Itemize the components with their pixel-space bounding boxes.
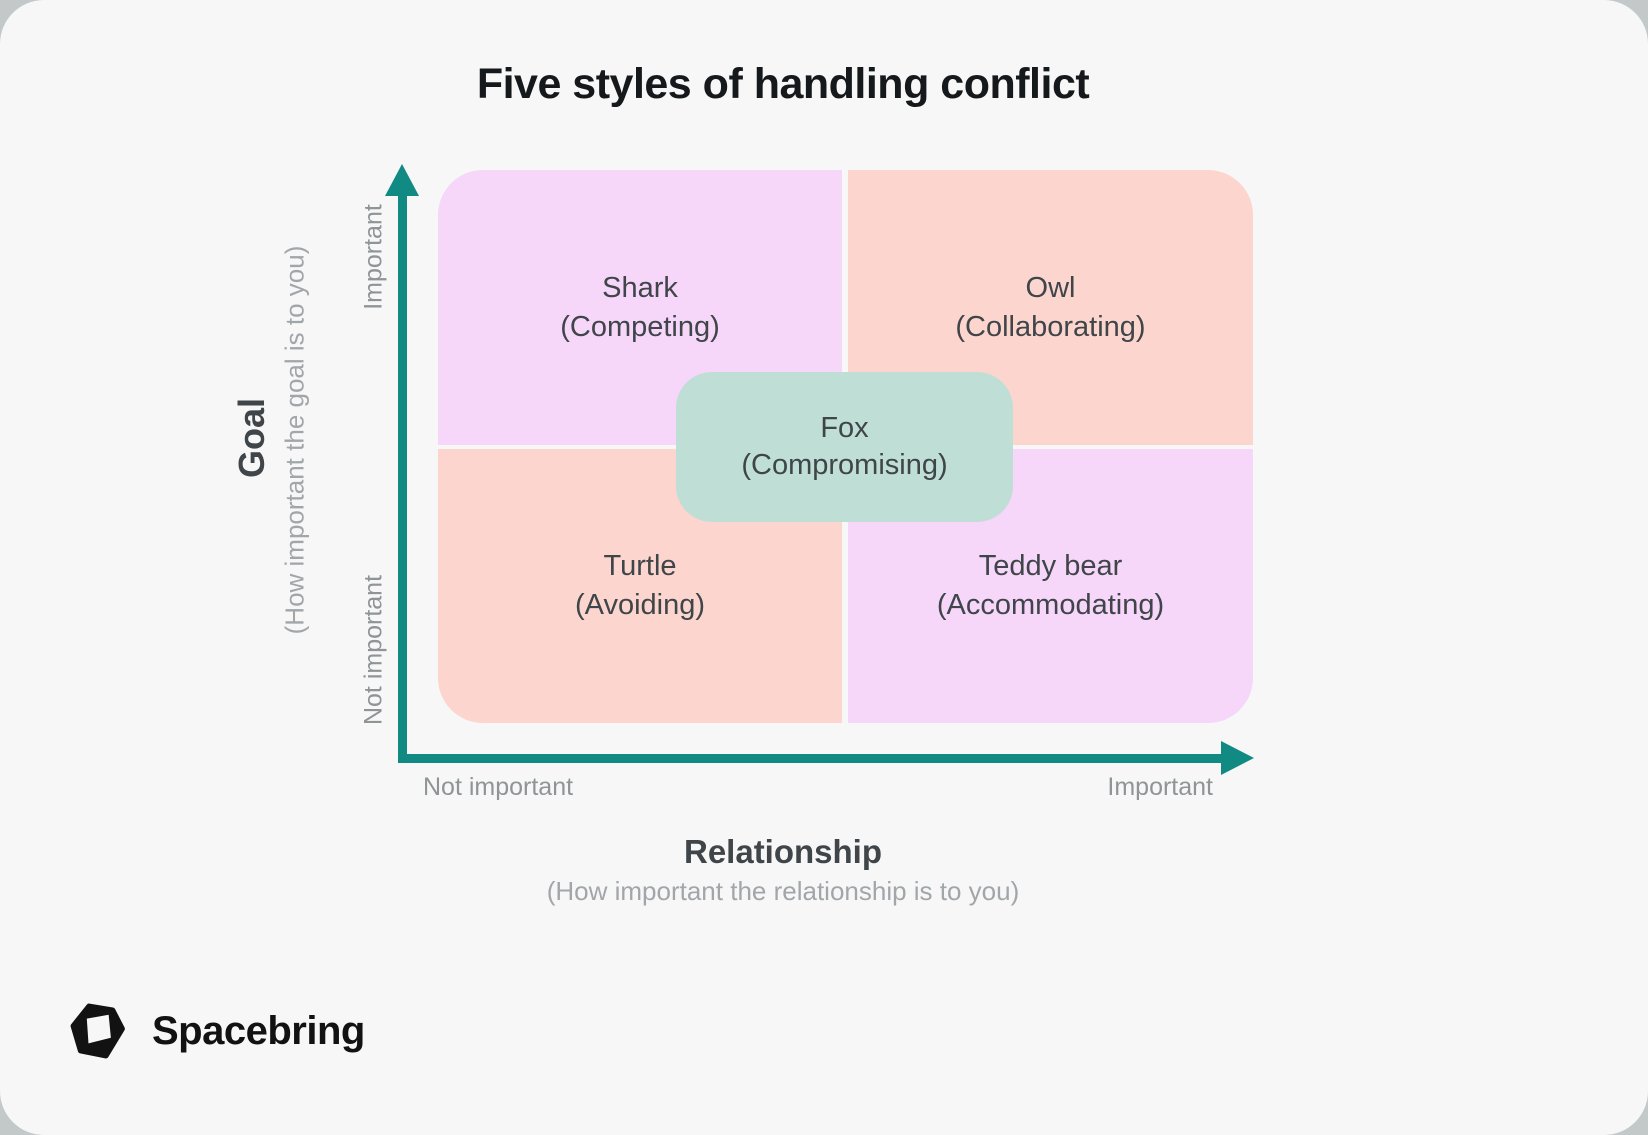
x-tick-not-important: Not important — [423, 773, 574, 801]
quadrant-style: (Accommodating) — [936, 589, 1165, 621]
y-axis-title: Goal — [231, 397, 272, 479]
quadrant-competing: Shark (Competing) — [438, 170, 842, 445]
x-axis-line — [398, 754, 1224, 763]
spacebring-logo-icon — [70, 1003, 125, 1059]
quadrant-style: (Collaborating) — [955, 310, 1146, 343]
x-axis-subtitle: (How important the relationship is to yo… — [546, 876, 1020, 906]
y-tick-important: Important — [359, 204, 388, 310]
x-axis-arrow-icon — [1221, 741, 1254, 775]
brand-name: Spacebring — [152, 1008, 365, 1053]
y-axis-arrow-icon — [385, 164, 419, 196]
center-compromising-box: Fox (Compromising) — [676, 372, 1013, 522]
y-axis-line — [398, 194, 407, 762]
quadrant-animal: Turtle — [603, 550, 677, 583]
x-tick-important: Important — [1107, 773, 1213, 801]
quadrant-animal: Shark — [602, 271, 678, 304]
x-axis-title: Relationship — [683, 833, 883, 870]
brand-footer: Spacebring — [70, 1000, 365, 1062]
page-title: Five styles of handling conflict — [476, 60, 1090, 108]
quadrant-style: (Avoiding) — [574, 589, 706, 621]
quadrant-style: (Competing) — [560, 310, 720, 343]
quadrant-animal: Teddy bear — [978, 550, 1123, 583]
quadrant-animal: Owl — [1025, 271, 1076, 304]
center-style: (Compromising) — [741, 449, 948, 481]
y-tick-not-important: Not important — [359, 574, 388, 726]
y-axis-subtitle: (How important the goal is to you) — [279, 245, 310, 635]
center-animal: Fox — [820, 412, 869, 445]
